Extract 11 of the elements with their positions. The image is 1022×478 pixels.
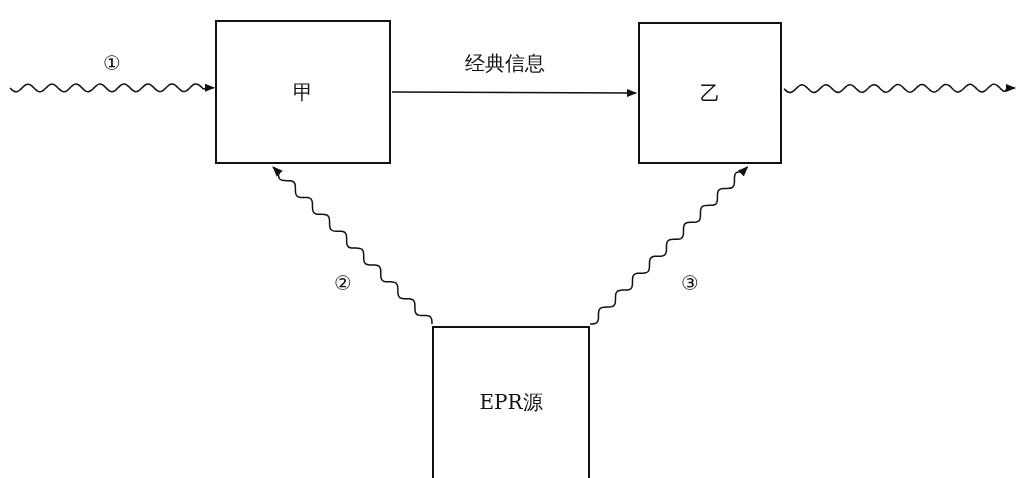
wavy-arrow — [9, 83, 216, 93]
arrow — [391, 88, 638, 98]
wavy-arrow — [272, 166, 433, 325]
process-box — [638, 22, 782, 164]
node-label: 甲 — [293, 78, 313, 106]
process-box — [432, 326, 590, 478]
node-label: 乙 — [700, 79, 720, 107]
process-box — [215, 20, 391, 164]
node-label: EPR源 — [479, 388, 543, 416]
wavy-arrow — [783, 83, 1017, 94]
wavy-arrow — [589, 166, 749, 325]
